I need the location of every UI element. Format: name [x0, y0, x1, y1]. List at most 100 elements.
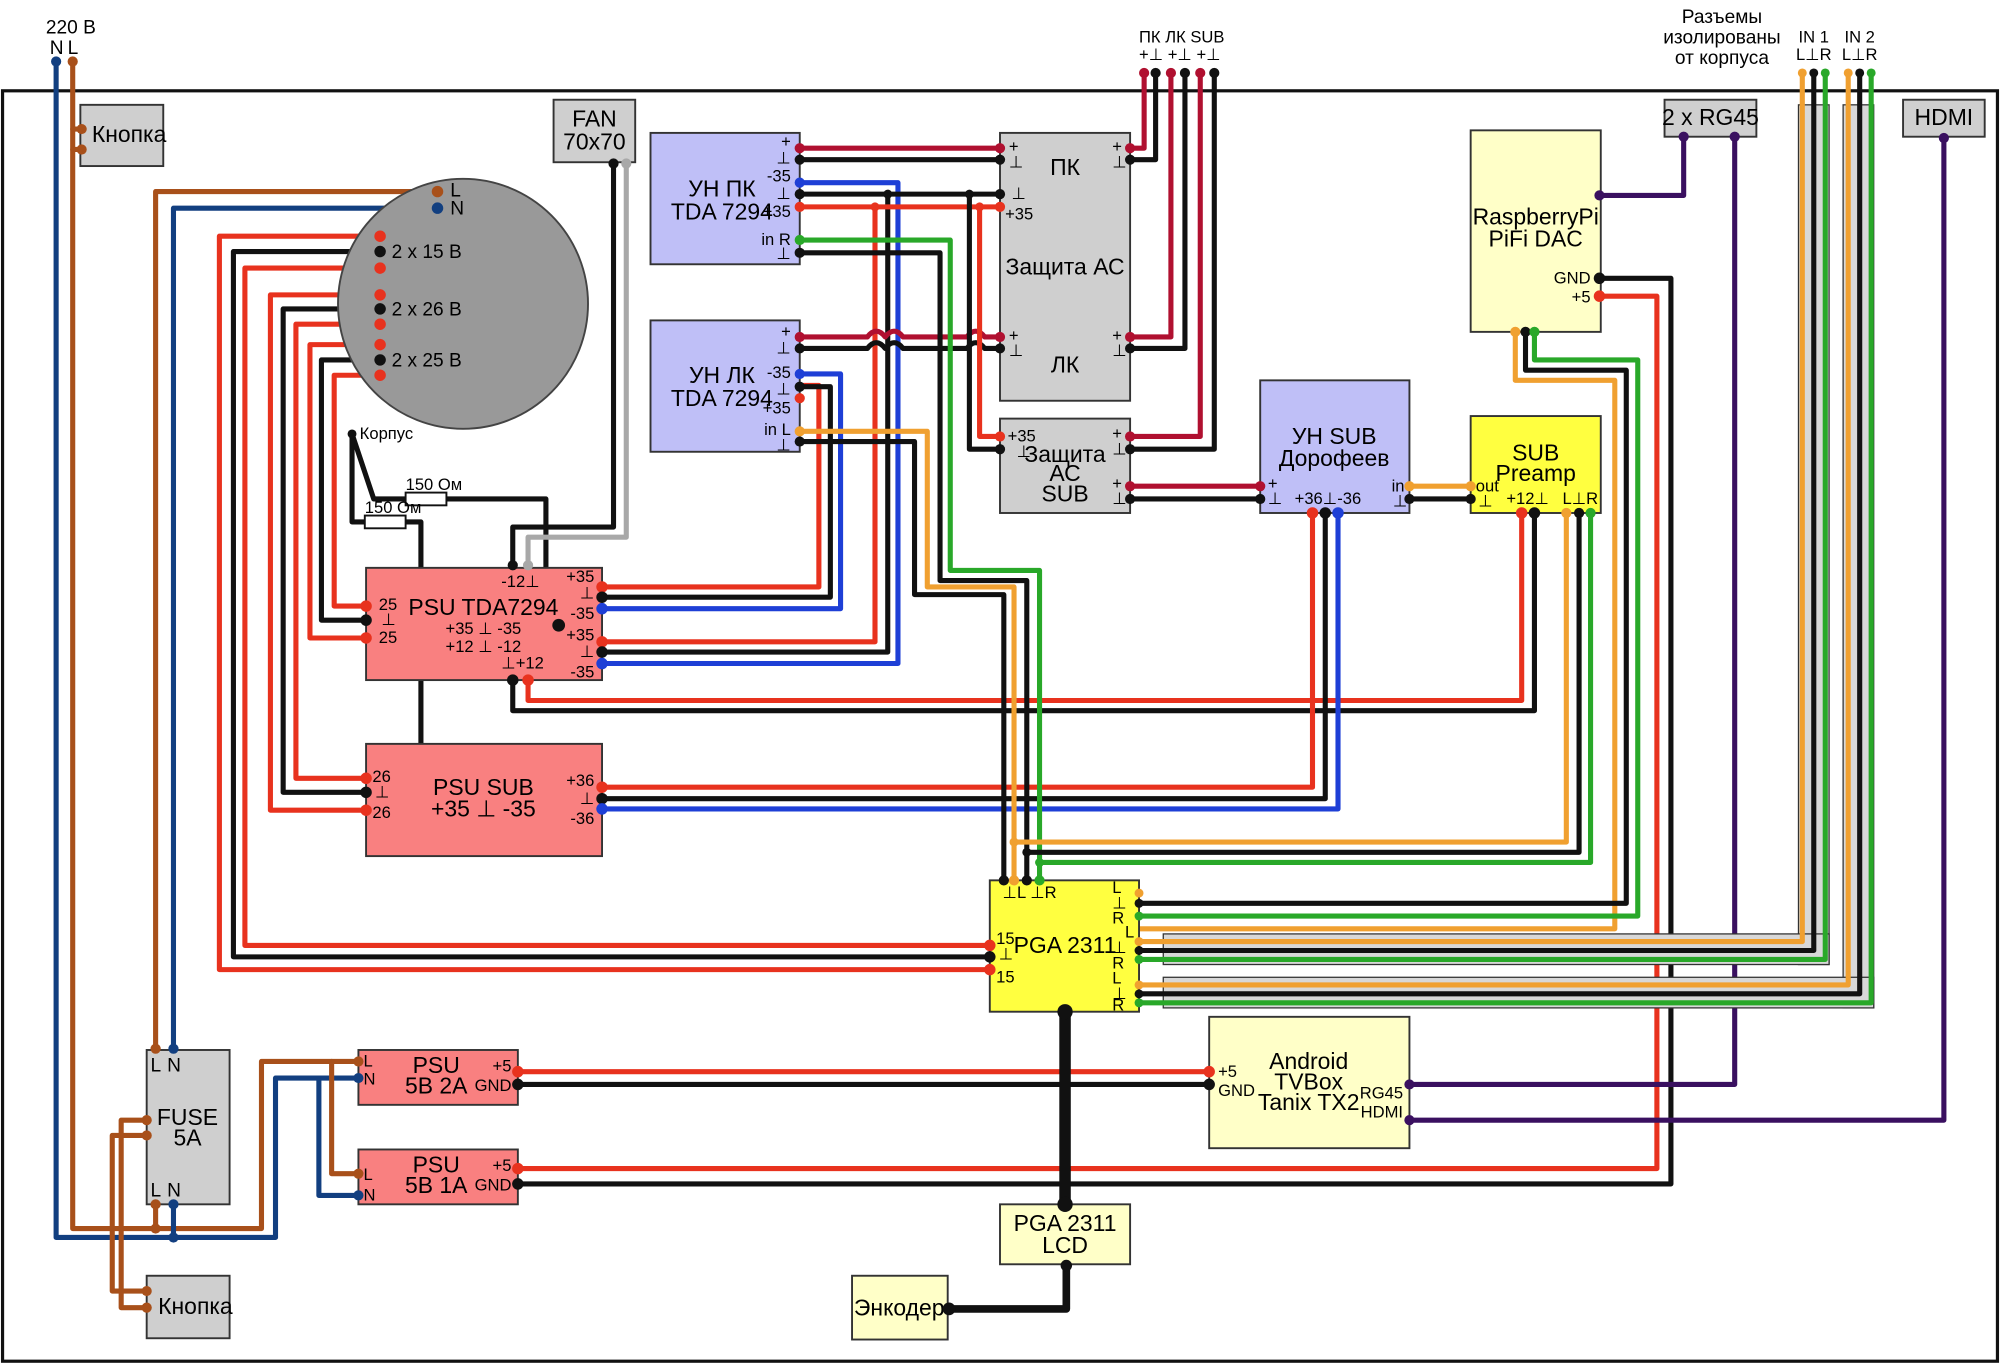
prot-in-plus: +: [1009, 137, 1019, 156]
rpi-5v-label: +5: [1572, 288, 1591, 307]
tvbox-p5: +5: [1218, 1062, 1237, 1081]
psu-2a-title: PSU: [413, 1052, 460, 1078]
pga-in-15a: 15: [996, 929, 1014, 948]
psu-1a-title: PSU: [413, 1151, 460, 1177]
sub-preamp: [1469, 415, 1602, 514]
prot-pk-label: ПК: [1050, 154, 1080, 180]
rg45-jacks: [1663, 98, 1758, 138]
fuse-title: FUSE: [157, 1104, 218, 1130]
amp-pk-pin-gnd: ⊥: [776, 149, 790, 168]
connection-dots: [51, 56, 1949, 1316]
tvbox-rg45: RG45: [1360, 1083, 1403, 1102]
transformer-l-label: L: [450, 181, 461, 202]
prot-title: Защита АС: [1006, 253, 1125, 279]
lcd-line2: LCD: [1042, 1232, 1088, 1258]
sub-protection: [999, 417, 1132, 514]
amp-lk-pin-plus: +: [781, 322, 791, 341]
sub-prot-out-gnd: ⊥: [1112, 439, 1126, 458]
amp-pk-pin-m35: -35: [767, 166, 791, 185]
amp-sub-name: Дорофеев: [1279, 445, 1390, 471]
fuse-rating: 5A: [173, 1125, 202, 1151]
amp-sub-power: +36⊥-36: [1295, 489, 1362, 508]
sub-preamp-power: +12⊥: [1506, 489, 1549, 508]
pga-rpin-3: R: [1112, 909, 1124, 928]
psu-tda-line2: +35 ⊥ -35: [446, 619, 522, 638]
pga-in-15b: 15: [996, 967, 1014, 986]
sub-preamp-lr: L⊥R: [1563, 489, 1599, 508]
tvbox-line1: Android: [1269, 1048, 1348, 1074]
sub-prot-line3: SUB: [1041, 481, 1088, 507]
psu-tda-in-25b: 25: [379, 628, 397, 647]
power-button-top: [79, 103, 165, 168]
sub-prot-in-gnd: ⊥: [1017, 442, 1031, 461]
psu-sub: [365, 742, 603, 858]
fuse-bn: N: [167, 1181, 181, 1202]
encoder-label: Энкодер: [854, 1294, 945, 1320]
psu-2a-n: N: [364, 1069, 376, 1088]
in1-label: IN 1: [1799, 27, 1829, 46]
hdmi-label: HDMI: [1915, 104, 1974, 130]
psu-tda-in-25a: 25: [379, 595, 397, 614]
korpus-label: Корпус: [360, 424, 413, 443]
resistor-150-2-label: 150 Ом: [365, 498, 422, 517]
psu-2a-p5: +5: [493, 1057, 512, 1076]
sub-amp-in-gnd: ⊥: [1393, 492, 1407, 511]
psu-sub-om36: -36: [570, 809, 594, 828]
sub-prot-in-35: +35: [1008, 427, 1036, 446]
pga-rpin-1: L: [1112, 878, 1121, 897]
tvbox-line2: TVBox: [1274, 1069, 1343, 1095]
resistor-150-2: [363, 514, 407, 530]
amp-pk-title: УН ПК: [688, 176, 756, 202]
psu-sub-title: PSU SUB: [433, 774, 534, 800]
psu-tda-title: PSU TDA7294: [408, 594, 558, 620]
psu-5v-1a: [357, 1148, 519, 1206]
fan-size-label: 70x70: [563, 128, 626, 154]
lcd-line1: PGA 2311: [1014, 1210, 1117, 1236]
psu-1a-p5: +5: [493, 1156, 512, 1175]
speaker-outputs-label: ПК ЛК SUB: [1139, 27, 1224, 46]
amp-lk-pin-gnd2: ⊥: [776, 379, 790, 398]
psu-tda-o4: +35: [566, 626, 594, 645]
pga-rpin-9: R: [1112, 995, 1124, 1014]
fuse-n: N: [167, 1056, 181, 1077]
transformer-26v-label: 2 x 26 В: [392, 299, 462, 320]
psu-sub-in-gnd: ⊥: [375, 782, 389, 801]
prot-in-gnd-lk: ⊥: [1009, 341, 1023, 360]
amp-lk-tda7294: [649, 319, 801, 453]
psu-sub-in-26a: 26: [372, 767, 390, 786]
hdmi-jack: [1902, 98, 1986, 138]
psu-5v-2a: [357, 1049, 519, 1106]
amp-lk-pin-gnd3: ⊥: [776, 435, 790, 454]
pga-rpin-4: L: [1125, 923, 1134, 942]
amp-pk-pin-plus: +: [781, 132, 791, 151]
pga-rpin-2: ⊥: [1112, 893, 1126, 912]
amp-sub-gnd: ⊥: [1268, 489, 1282, 508]
amp-lk-pin-inl: in L: [764, 420, 791, 439]
transformer-25v-label: 2 x 25 В: [392, 350, 462, 371]
wires: [53, 58, 1947, 1313]
psu-2a-rating: 5В 2А: [405, 1072, 468, 1098]
fan-block: [552, 98, 637, 164]
pga-rpin-7: L: [1112, 969, 1121, 988]
psu-1a-n: N: [364, 1185, 376, 1204]
in2-label: IN 2: [1844, 27, 1874, 46]
resistor-150-1-label: 150 Ом: [406, 475, 463, 494]
psu-tda-o1: +35: [566, 567, 594, 586]
amp-lk-title: УН ЛК: [689, 362, 756, 388]
isolated-note-2: изолированы: [1663, 28, 1780, 49]
rpi-dac: PiFi DAC: [1489, 225, 1583, 251]
psu-sub-o36: +36: [566, 771, 594, 790]
tvbox-gnd: GND: [1218, 1081, 1255, 1100]
psu-sub-line2: +35 ⊥ -35: [431, 796, 536, 822]
prot-in-gnd2: ⊥: [1011, 184, 1025, 203]
psu-tda-o6: -35: [570, 663, 594, 682]
rg45-label: 2 x RG45: [1662, 104, 1759, 130]
fuse-block: [145, 1049, 231, 1206]
prot-in-plus-lk: +: [1009, 326, 1019, 345]
pga-top-pins: ⊥L ⊥R: [1003, 883, 1057, 902]
psu-1a-gnd: GND: [475, 1175, 512, 1194]
psu-tda-in-gnd: ⊥: [381, 610, 395, 629]
fan-label: FAN: [572, 106, 617, 132]
tvbox-line3: Tanix TX2: [1258, 1089, 1360, 1115]
